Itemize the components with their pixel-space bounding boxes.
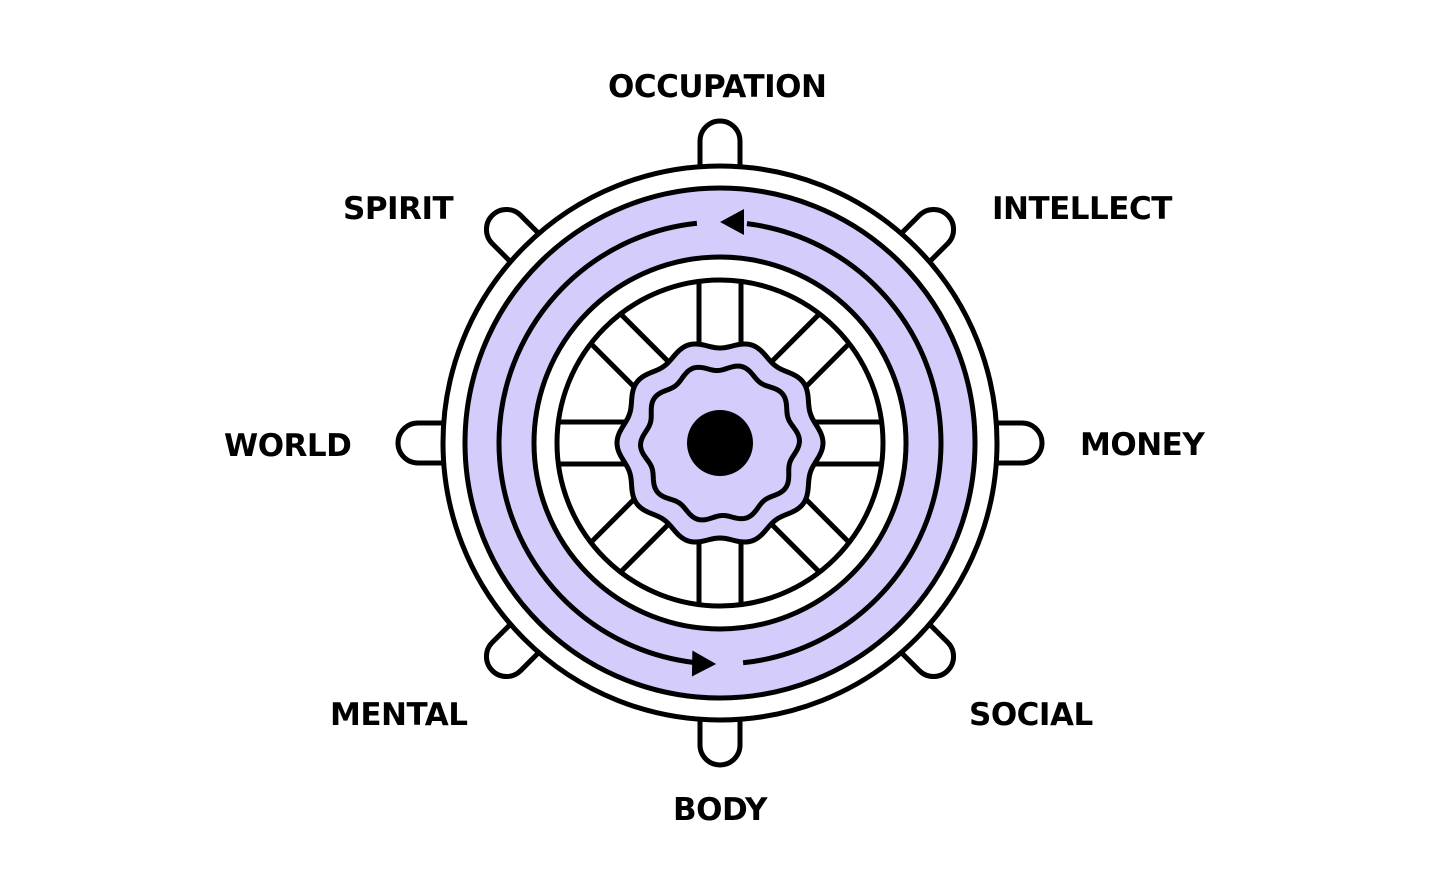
handle-knob — [395, 420, 455, 466]
arrowhead-bottom — [691, 650, 717, 677]
handle-knob — [697, 708, 743, 768]
band-arc-left — [496, 220, 698, 665]
band-arc-right — [742, 221, 944, 666]
arrowhead-top — [720, 209, 744, 235]
center-dot — [687, 410, 753, 476]
label-spirit: SPIRIT — [343, 191, 454, 227]
label-occupation: OCCUPATION — [608, 69, 827, 105]
label-mental: MENTAL — [330, 697, 468, 733]
label-body: BODY — [673, 792, 767, 828]
handle-knob — [985, 420, 1045, 466]
rotation-arrows — [496, 209, 944, 677]
hub-inner-ring — [638, 363, 802, 523]
handle-knob — [697, 118, 743, 178]
label-intellect: INTELLECT — [992, 191, 1172, 227]
label-social: SOCIAL — [969, 697, 1093, 733]
label-money: MONEY — [1080, 427, 1205, 463]
label-world: WORLD — [224, 428, 352, 464]
